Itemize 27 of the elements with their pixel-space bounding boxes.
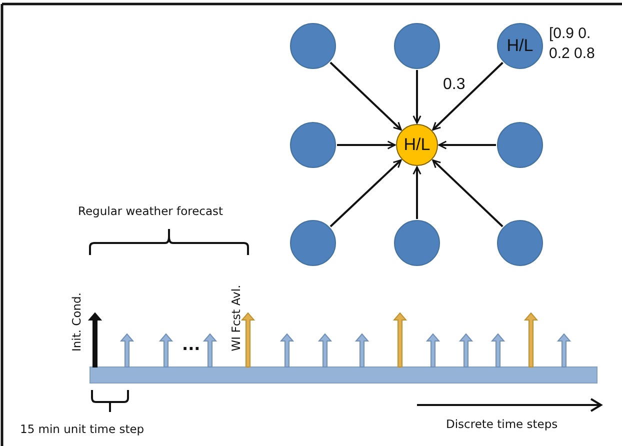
annotation-text: Init. Cond. xyxy=(69,292,83,352)
arrow xyxy=(438,140,496,150)
arrow xyxy=(330,159,402,228)
arrow xyxy=(432,159,504,228)
arrow xyxy=(432,62,504,131)
network-node xyxy=(290,23,336,69)
state-node xyxy=(396,124,438,166)
axis-label: Discrete time steps xyxy=(446,417,558,431)
network-node xyxy=(290,220,336,266)
annotation-text: WI Fcst Avl. xyxy=(229,284,244,352)
annotation-text: 15 min unit time step xyxy=(20,422,144,436)
arrow xyxy=(330,62,402,131)
edge-weight-label: 0.3 xyxy=(443,76,466,94)
arrow xyxy=(337,140,396,150)
annotation-text: Regular weather forecast xyxy=(78,204,224,218)
node-label: H/L xyxy=(506,36,534,56)
ellipsis-text: ... xyxy=(182,335,200,354)
network-node xyxy=(394,220,440,266)
probability-table-text: [0.9 0. 0.2 0.8 xyxy=(549,24,596,64)
node-label: H/L xyxy=(404,135,430,155)
network-node xyxy=(394,23,440,69)
network-node xyxy=(497,220,543,266)
network-node xyxy=(497,23,543,69)
arrow xyxy=(412,70,422,124)
network-node xyxy=(290,122,336,168)
arrow xyxy=(412,166,422,219)
network-node xyxy=(497,122,543,168)
